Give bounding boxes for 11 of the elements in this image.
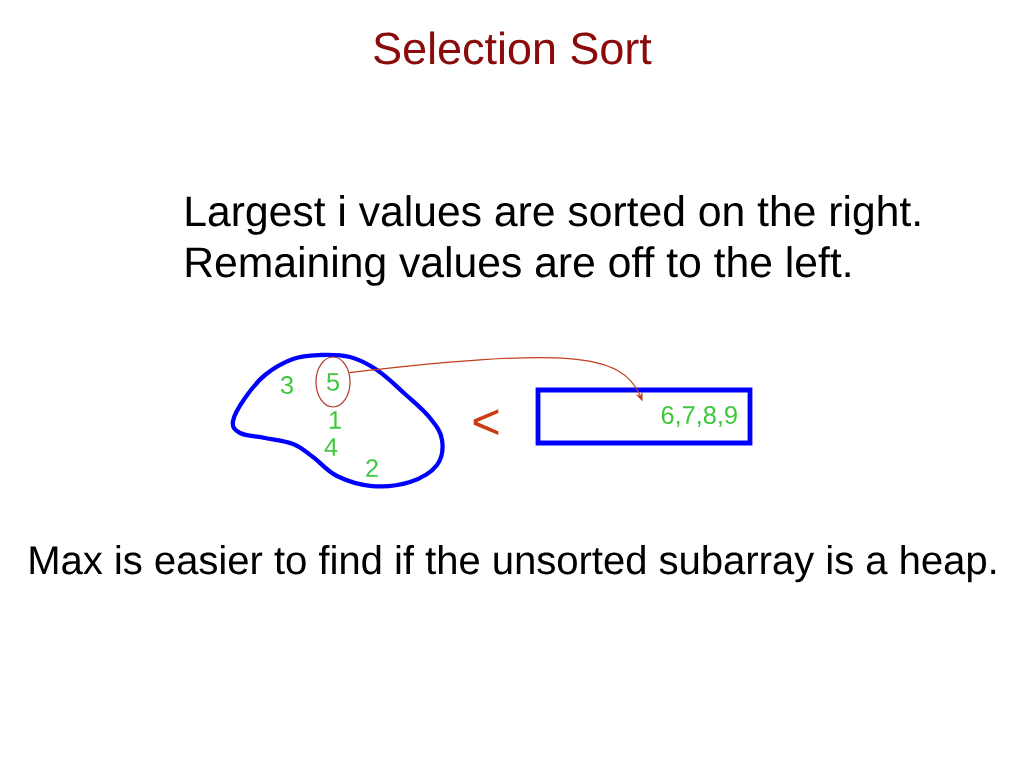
text-line: Largest i values are sorted on the right. xyxy=(186,195,920,235)
less-than-sign: < xyxy=(473,409,499,435)
number: 2 xyxy=(366,459,378,477)
sentence: Max is easier to find if the unsorted subarray is a heap. xyxy=(30,545,996,583)
text-line: Remaining values are off to the left. xyxy=(186,246,850,286)
rectangle: 6,7,8,9 xyxy=(535,387,753,446)
number: 4 xyxy=(324,438,338,456)
circled-number: 5 xyxy=(315,356,351,408)
number: 3 xyxy=(280,376,293,394)
title: Selection Sort xyxy=(374,31,652,65)
number: 1 xyxy=(329,411,341,429)
